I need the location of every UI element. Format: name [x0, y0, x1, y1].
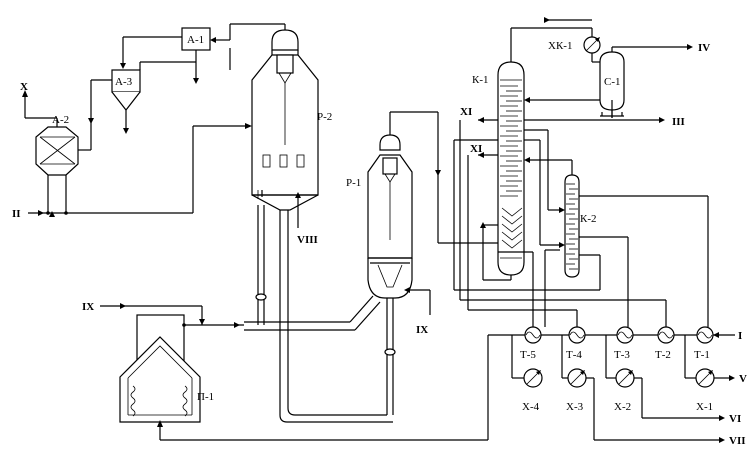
- stream-ix-label-top: IX: [82, 301, 94, 313]
- stream-ii-line: [28, 210, 193, 217]
- label-x3: Х-3: [566, 401, 584, 413]
- stream-v-label: V: [739, 373, 747, 385]
- catalyst-transfer-lines: [244, 295, 393, 423]
- label-p1: Р-1: [346, 177, 361, 189]
- reactor-p1: [367, 111, 498, 415]
- separator-c1: [524, 44, 693, 118]
- unit-a1: [120, 27, 231, 84]
- label-xk1: ХК-1: [548, 40, 572, 52]
- coolers: [523, 368, 735, 443]
- stream-xi-label-top: XI: [460, 106, 472, 118]
- separator-a3: [90, 69, 141, 134]
- label-t3: Т-3: [614, 349, 630, 361]
- stream-vii-label: VII: [729, 435, 746, 447]
- label-pi1: П-1: [197, 391, 214, 403]
- label-x1: Х-1: [696, 401, 713, 413]
- stream-iv-label: IV: [698, 42, 710, 54]
- furnace-pi1: [119, 314, 244, 440]
- label-t1: Т-1: [694, 349, 710, 361]
- stream-vi-label: VI: [729, 413, 741, 425]
- regenerator-p2: [192, 23, 319, 415]
- stream-ix-label-mid: IX: [416, 324, 428, 336]
- label-t2: Т-2: [655, 349, 671, 361]
- stream-ii-label: II: [12, 208, 21, 220]
- label-t4: Т-4: [566, 349, 582, 361]
- label-x2: Х-2: [614, 401, 631, 413]
- stream-viii-label: VIII: [297, 234, 318, 246]
- stream-x-label: X: [20, 81, 28, 93]
- label-x4: Х-4: [522, 401, 540, 413]
- column-k1: [478, 27, 665, 276]
- label-t5: Т-5: [520, 349, 536, 361]
- label-a2: А-2: [52, 114, 69, 126]
- stream-ix-top-line: [100, 303, 205, 325]
- label-a3: А-3: [115, 76, 133, 88]
- condenser-xk1: [544, 17, 601, 63]
- label-k1: К-1: [472, 74, 489, 86]
- label-c1: С-1: [604, 76, 621, 88]
- stream-iii-label: III: [672, 116, 685, 128]
- label-a1: А-1: [187, 34, 204, 46]
- stream-xi-label-mid: XI: [470, 143, 482, 155]
- adsorber-a2: [22, 90, 94, 213]
- stripper-k2: [524, 129, 709, 325]
- heat-exchangers: [160, 120, 735, 441]
- label-p2: Р-2: [317, 111, 332, 123]
- stream-i-label: I: [738, 330, 742, 342]
- label-k2: К-2: [580, 213, 597, 225]
